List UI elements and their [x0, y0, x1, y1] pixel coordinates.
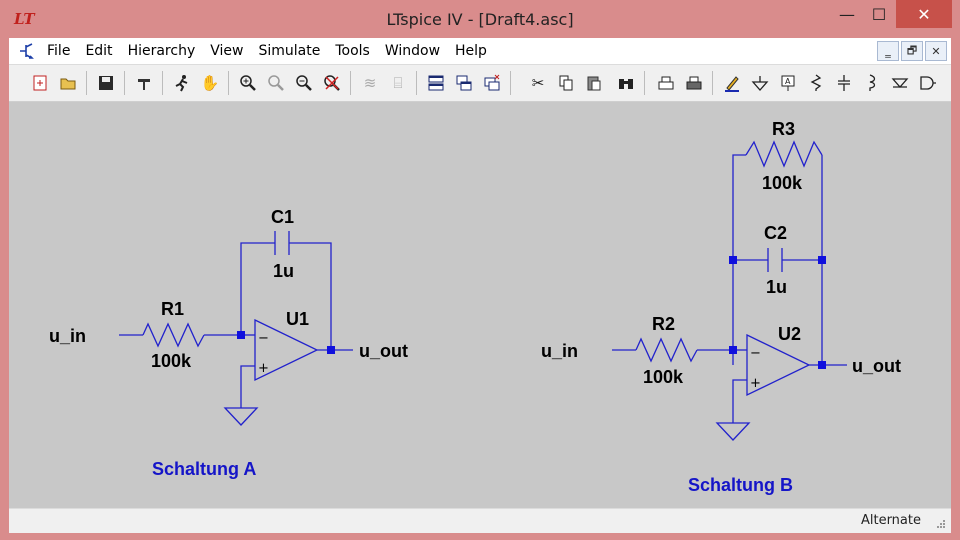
u1-minus-pin: −	[258, 331, 269, 346]
c1-value: 1u	[273, 261, 294, 281]
ground-a	[223, 407, 259, 426]
save-icon[interactable]	[95, 72, 117, 94]
mdi-restore-button[interactable]: 🗗	[901, 41, 923, 61]
u2-minus-pin: −	[750, 346, 761, 361]
window-title: LTspice IV - [Draft4.asc]	[386, 10, 574, 29]
menu-file[interactable]: File	[47, 43, 71, 59]
pencil-icon[interactable]	[721, 72, 743, 94]
minimize-button[interactable]: —	[832, 0, 862, 28]
c1-ref: C1	[271, 207, 294, 227]
trace-icon[interactable]: ⌸	[393, 74, 403, 92]
maximize-button[interactable]: ☐	[862, 0, 896, 28]
mdi-controls: ‗ 🗗 ✕	[877, 41, 947, 61]
app-icon[interactable]: LT	[14, 10, 35, 28]
label-icon[interactable]: A	[777, 72, 799, 94]
menu-simulate[interactable]: Simulate	[258, 43, 321, 59]
menu-help[interactable]: Help	[455, 43, 487, 59]
u2-plus-pin: +	[750, 376, 761, 391]
menu-hierarchy[interactable]: Hierarchy	[127, 43, 196, 59]
r1-ref: R1	[161, 299, 184, 319]
inductor-icon[interactable]	[861, 72, 883, 94]
b-input-label: u_in	[541, 341, 578, 361]
mdi-minimize-button[interactable]: ‗	[877, 41, 899, 61]
zoom-fit-icon[interactable]	[321, 72, 343, 94]
zoom-in-icon[interactable]	[237, 72, 259, 94]
menu-tools[interactable]: Tools	[335, 43, 370, 59]
menu-bar: File Edit Hierarchy View Simulate Tools …	[9, 38, 951, 65]
printer-icon[interactable]	[683, 72, 705, 94]
menu-view[interactable]: View	[210, 43, 244, 59]
circuit-a-title: Schaltung A	[152, 459, 256, 479]
status-mode: Alternate	[860, 513, 921, 528]
cascade-icon[interactable]	[453, 72, 475, 94]
diode-icon[interactable]	[889, 72, 911, 94]
close-button[interactable]: ✕	[896, 0, 952, 28]
svg-text:A: A	[785, 77, 791, 86]
binoculars-icon[interactable]	[615, 72, 637, 94]
resistor-r2[interactable]	[635, 337, 698, 363]
tile-h-icon[interactable]	[425, 72, 447, 94]
circuit-b-wires	[612, 154, 847, 423]
capacitor-c1[interactable]	[274, 231, 290, 255]
status-bar: Alternate	[9, 508, 951, 533]
ground-icon[interactable]	[749, 72, 771, 94]
minimize-icon: —	[839, 4, 855, 24]
run-icon[interactable]	[171, 72, 193, 94]
r3-ref: R3	[772, 119, 795, 139]
zoom-out-icon[interactable]	[293, 72, 315, 94]
resize-grip-icon[interactable]	[935, 518, 945, 528]
schematic-canvas[interactable]: u_in u_out R1 100k C1 1u U1 u_in u_out R…	[9, 102, 951, 508]
menu-edit[interactable]: Edit	[85, 43, 113, 59]
close-windows-icon[interactable]	[481, 72, 503, 94]
copy-icon[interactable]	[555, 72, 577, 94]
resistor-r1[interactable]	[142, 322, 205, 348]
open-folder-icon[interactable]	[57, 72, 79, 94]
opamp-u2[interactable]	[746, 333, 811, 397]
component-icon[interactable]	[917, 72, 939, 94]
maximize-icon: ☐	[871, 4, 887, 24]
hammer-icon[interactable]	[133, 72, 155, 94]
schematic-doc-icon[interactable]	[17, 42, 35, 60]
u1-ref: U1	[286, 309, 309, 329]
junction-dots	[237, 256, 826, 369]
circuit-b-title: Schaltung B	[688, 475, 793, 495]
resistor-r3[interactable]	[745, 140, 823, 168]
menu-items: File Edit Hierarchy View Simulate Tools …	[47, 43, 502, 59]
paste-icon[interactable]	[583, 72, 605, 94]
r1-value: 100k	[151, 351, 192, 371]
print-setup-icon[interactable]	[655, 72, 677, 94]
capacitor-icon[interactable]	[833, 72, 855, 94]
r2-ref: R2	[652, 314, 675, 334]
r2-value: 100k	[643, 367, 684, 387]
capacitor-c2[interactable]	[767, 248, 783, 272]
ground-b	[715, 422, 751, 441]
title-bar: LT LTspice IV - [Draft4.asc] — ☐ ✕	[0, 0, 960, 38]
u2-ref: U2	[778, 324, 801, 344]
new-icon[interactable]	[29, 72, 51, 94]
c2-value: 1u	[766, 277, 787, 297]
menu-window[interactable]: Window	[384, 43, 441, 59]
a-input-label: u_in	[49, 326, 86, 346]
u1-plus-pin: +	[258, 361, 269, 376]
a-output-label: u_out	[359, 341, 408, 361]
circuit-a-wires	[119, 242, 353, 408]
mdi-close-button[interactable]: ✕	[925, 41, 947, 61]
toolbar: ✋ ≋ ⌸ ✂ A	[9, 65, 951, 102]
autorange-icon[interactable]: ≋	[363, 74, 377, 92]
resistor-icon[interactable]	[805, 72, 827, 94]
hand-icon[interactable]: ✋	[200, 74, 220, 92]
close-icon: ✕	[917, 4, 931, 24]
r3-value: 100k	[762, 173, 803, 193]
opamp-u1[interactable]	[254, 318, 319, 382]
c2-ref: C2	[764, 223, 787, 243]
scissors-icon[interactable]: ✂	[531, 74, 545, 92]
b-output-label: u_out	[852, 356, 901, 376]
pan-icon[interactable]	[265, 72, 287, 94]
